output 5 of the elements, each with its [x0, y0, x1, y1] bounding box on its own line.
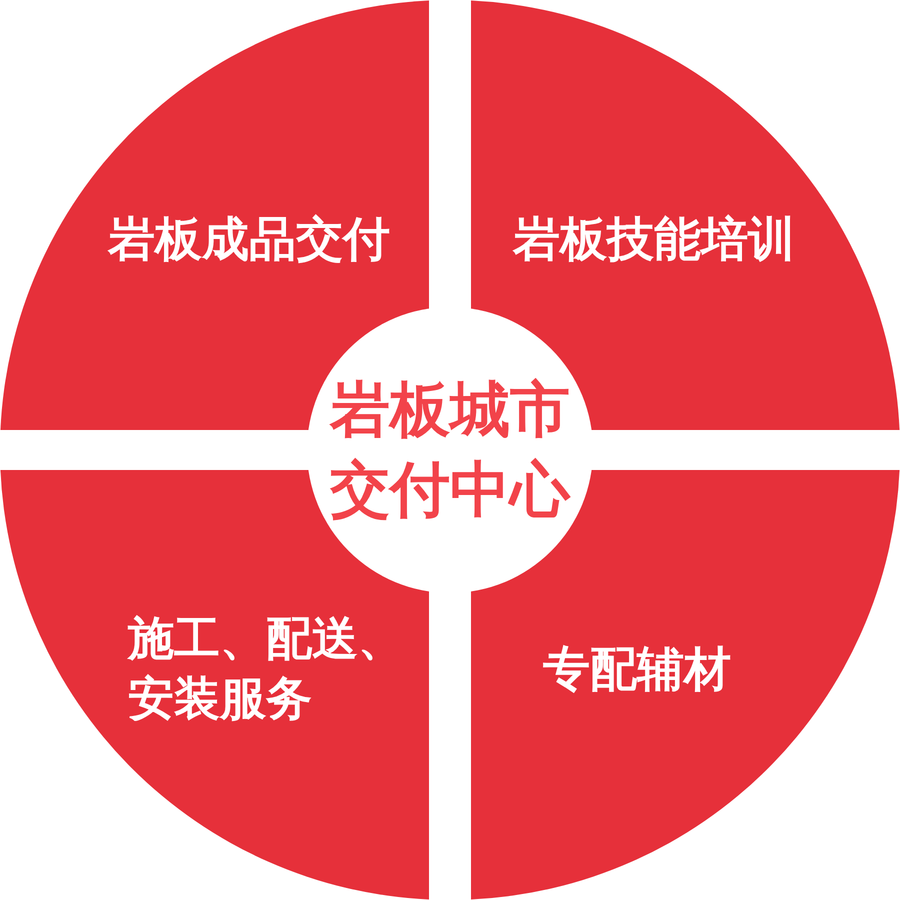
- segment-label: 岩板成品交付: [108, 212, 391, 268]
- segment-label: 岩板技能培训: [513, 212, 796, 268]
- segment-label: 施工、配送、安装服务: [128, 610, 405, 727]
- segment-label: 专配辅材: [543, 642, 732, 698]
- center-label: 岩板城市交付中心: [328, 374, 572, 527]
